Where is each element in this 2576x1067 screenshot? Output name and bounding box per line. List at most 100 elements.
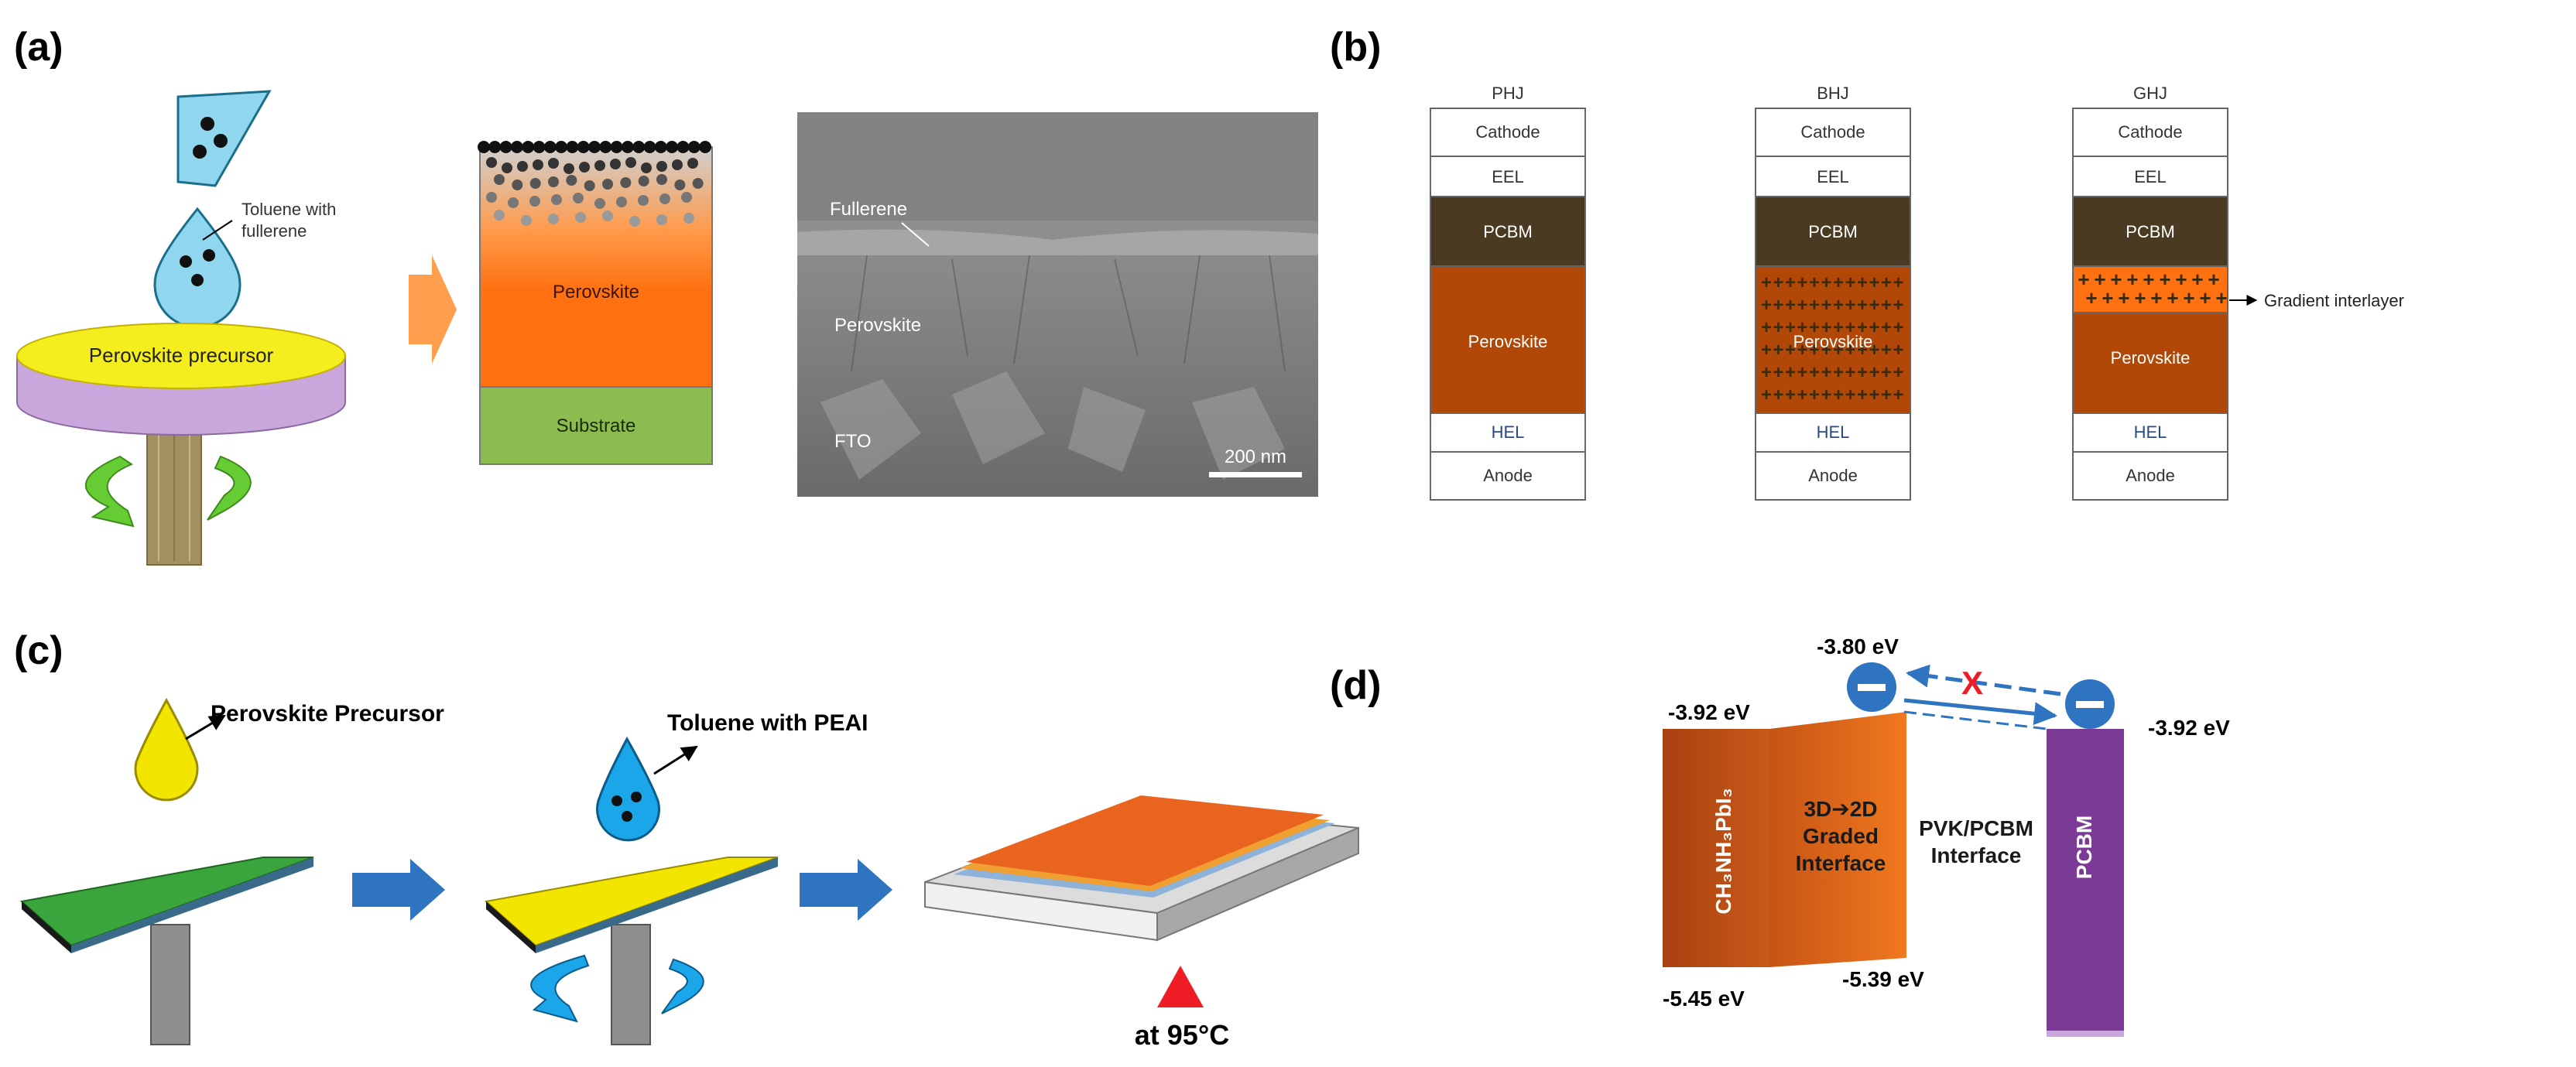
fullerene-dot [681,192,692,203]
dopant-plus: + [1785,317,1796,338]
toluene-fullerene-label: Toluene with fullerene [242,200,341,241]
dopant-plus: + [1881,385,1892,405]
graded-interface-block [1769,712,1906,967]
fullerene-dot [620,177,632,188]
step-arrow-1-icon [352,859,445,921]
layer-eel [2072,156,2228,197]
heat-indicator-icon [1157,966,1204,1007]
fullerene-perovskite-stack [478,141,713,465]
heterojunction-column: GHJ++++++++++++++++++CathodeEELPCBMPerov… [2072,84,2228,501]
fullerene-dot [548,214,559,224]
toluene-pointer-line [202,220,233,241]
dopant-plus: + [1809,272,1820,293]
fullerene-dot [548,158,559,169]
fullerene-dot [632,141,646,153]
layer-label-perovskite: Perovskite [1468,332,1548,351]
fullerene-dot [510,141,523,153]
fullerene-dot [533,141,546,153]
dopant-plus: + [2199,286,2211,309]
fullerene-dot [594,198,605,209]
dopant-plus: + [1761,295,1772,316]
dopant-plus: + [1809,317,1820,338]
dopant-plus: + [1869,385,1879,405]
precursor-label: Perovskite Precursor [211,701,444,727]
column-title: BHJ [1817,84,1849,103]
precursor-pointer-arrow [185,714,226,740]
dopant-plus: + [1881,272,1892,293]
dopant-plus: + [1797,272,1807,293]
dopant-plus: + [1833,272,1844,293]
dopant-plus: + [1773,340,1783,361]
fullerene-dot [566,175,577,186]
ch3-label: CH₃NH₃PbI₃ [1711,788,1735,914]
fullerene-dot [625,157,636,168]
layer-cathode [1755,108,1911,157]
fullerene-dot [621,141,634,153]
dopant-plus: + [1857,340,1868,361]
energy-right-top: -3.92 eV [2148,716,2230,740]
energy-left-top: -3.92 eV [1668,700,1750,724]
dopant-plus: + [2150,286,2162,309]
fullerene-dot [677,141,690,153]
fullerene-dot [517,161,528,172]
fullerene-dot [699,141,711,153]
dopant-plus: + [1785,340,1796,361]
dopant-plus: + [1857,295,1868,316]
spinner-1 [19,857,314,1045]
dopant-plus: + [2134,286,2146,309]
panel-b: (b) PHJCathodeEELPCBMPerovskiteHELAnodeB… [1330,25,2404,501]
energy-mid-bottom: -5.39 eV [1842,967,1924,991]
layer-label-cathode: Cathode [2118,122,2182,142]
dopant-plus: + [1857,385,1868,405]
fullerene-dot [687,141,701,153]
dopant-plus: + [1845,272,1855,293]
dopant-plus: + [1785,385,1796,405]
fullerene-dot [529,196,540,207]
dopant-plus: + [1845,317,1855,338]
dopant-plus: + [1845,295,1855,316]
layer-perovskite [1755,265,1911,414]
dopant-plus: + [1833,317,1844,338]
layer-cathode [1430,108,1586,157]
fullerene-dot [687,158,698,169]
dopant-plus: + [1773,362,1783,383]
fullerene-dot [533,159,543,170]
dopant-plus: + [1761,362,1772,383]
fullerene-dot [548,176,559,187]
layer-hel [1755,412,1911,453]
column-title: GHJ [2133,84,2167,103]
blocked-back-transfer-arrow [1906,664,2061,696]
fullerene-dot [638,176,649,186]
fullerene-dot [486,157,497,168]
panel-d-label: (d) [1330,663,1381,708]
dopant-plus: + [2102,286,2113,309]
layer-label-anode: Anode [1808,466,1858,485]
layer-label-pcbm: PCBM [1808,222,1858,241]
fullerene-dot [588,141,601,153]
dopant-plus: + [1773,385,1783,405]
dopant-plus: + [1857,362,1868,383]
dopant-plus: + [1833,362,1844,383]
dopant-plus: + [2110,268,2122,291]
fullerene-dot [659,193,670,204]
gradient-interlayer-label: Gradient interlayer [2264,291,2404,310]
dopant-plus: + [1785,272,1796,293]
dopant-plus: + [2126,268,2138,291]
fullerene-dot [488,141,502,153]
dopant-plus: + [1881,317,1892,338]
electron-icon-right [2065,679,2115,729]
fullerene-dot [643,141,656,153]
dopant-plus: + [2215,286,2227,309]
layer-label-hel: HEL [2134,422,2167,442]
fullerene-dot [486,192,497,203]
fullerene-dot [594,160,605,171]
layer-label-perovskite: Perovskite [2111,348,2191,368]
layer-eel [1430,156,1586,197]
peai-droplet-icon [596,736,660,842]
energy-top-mid: -3.80 eV [1817,634,1899,658]
fullerene-dot [564,163,574,174]
spin-coater [16,323,346,566]
dopant-plus: + [1845,340,1855,361]
